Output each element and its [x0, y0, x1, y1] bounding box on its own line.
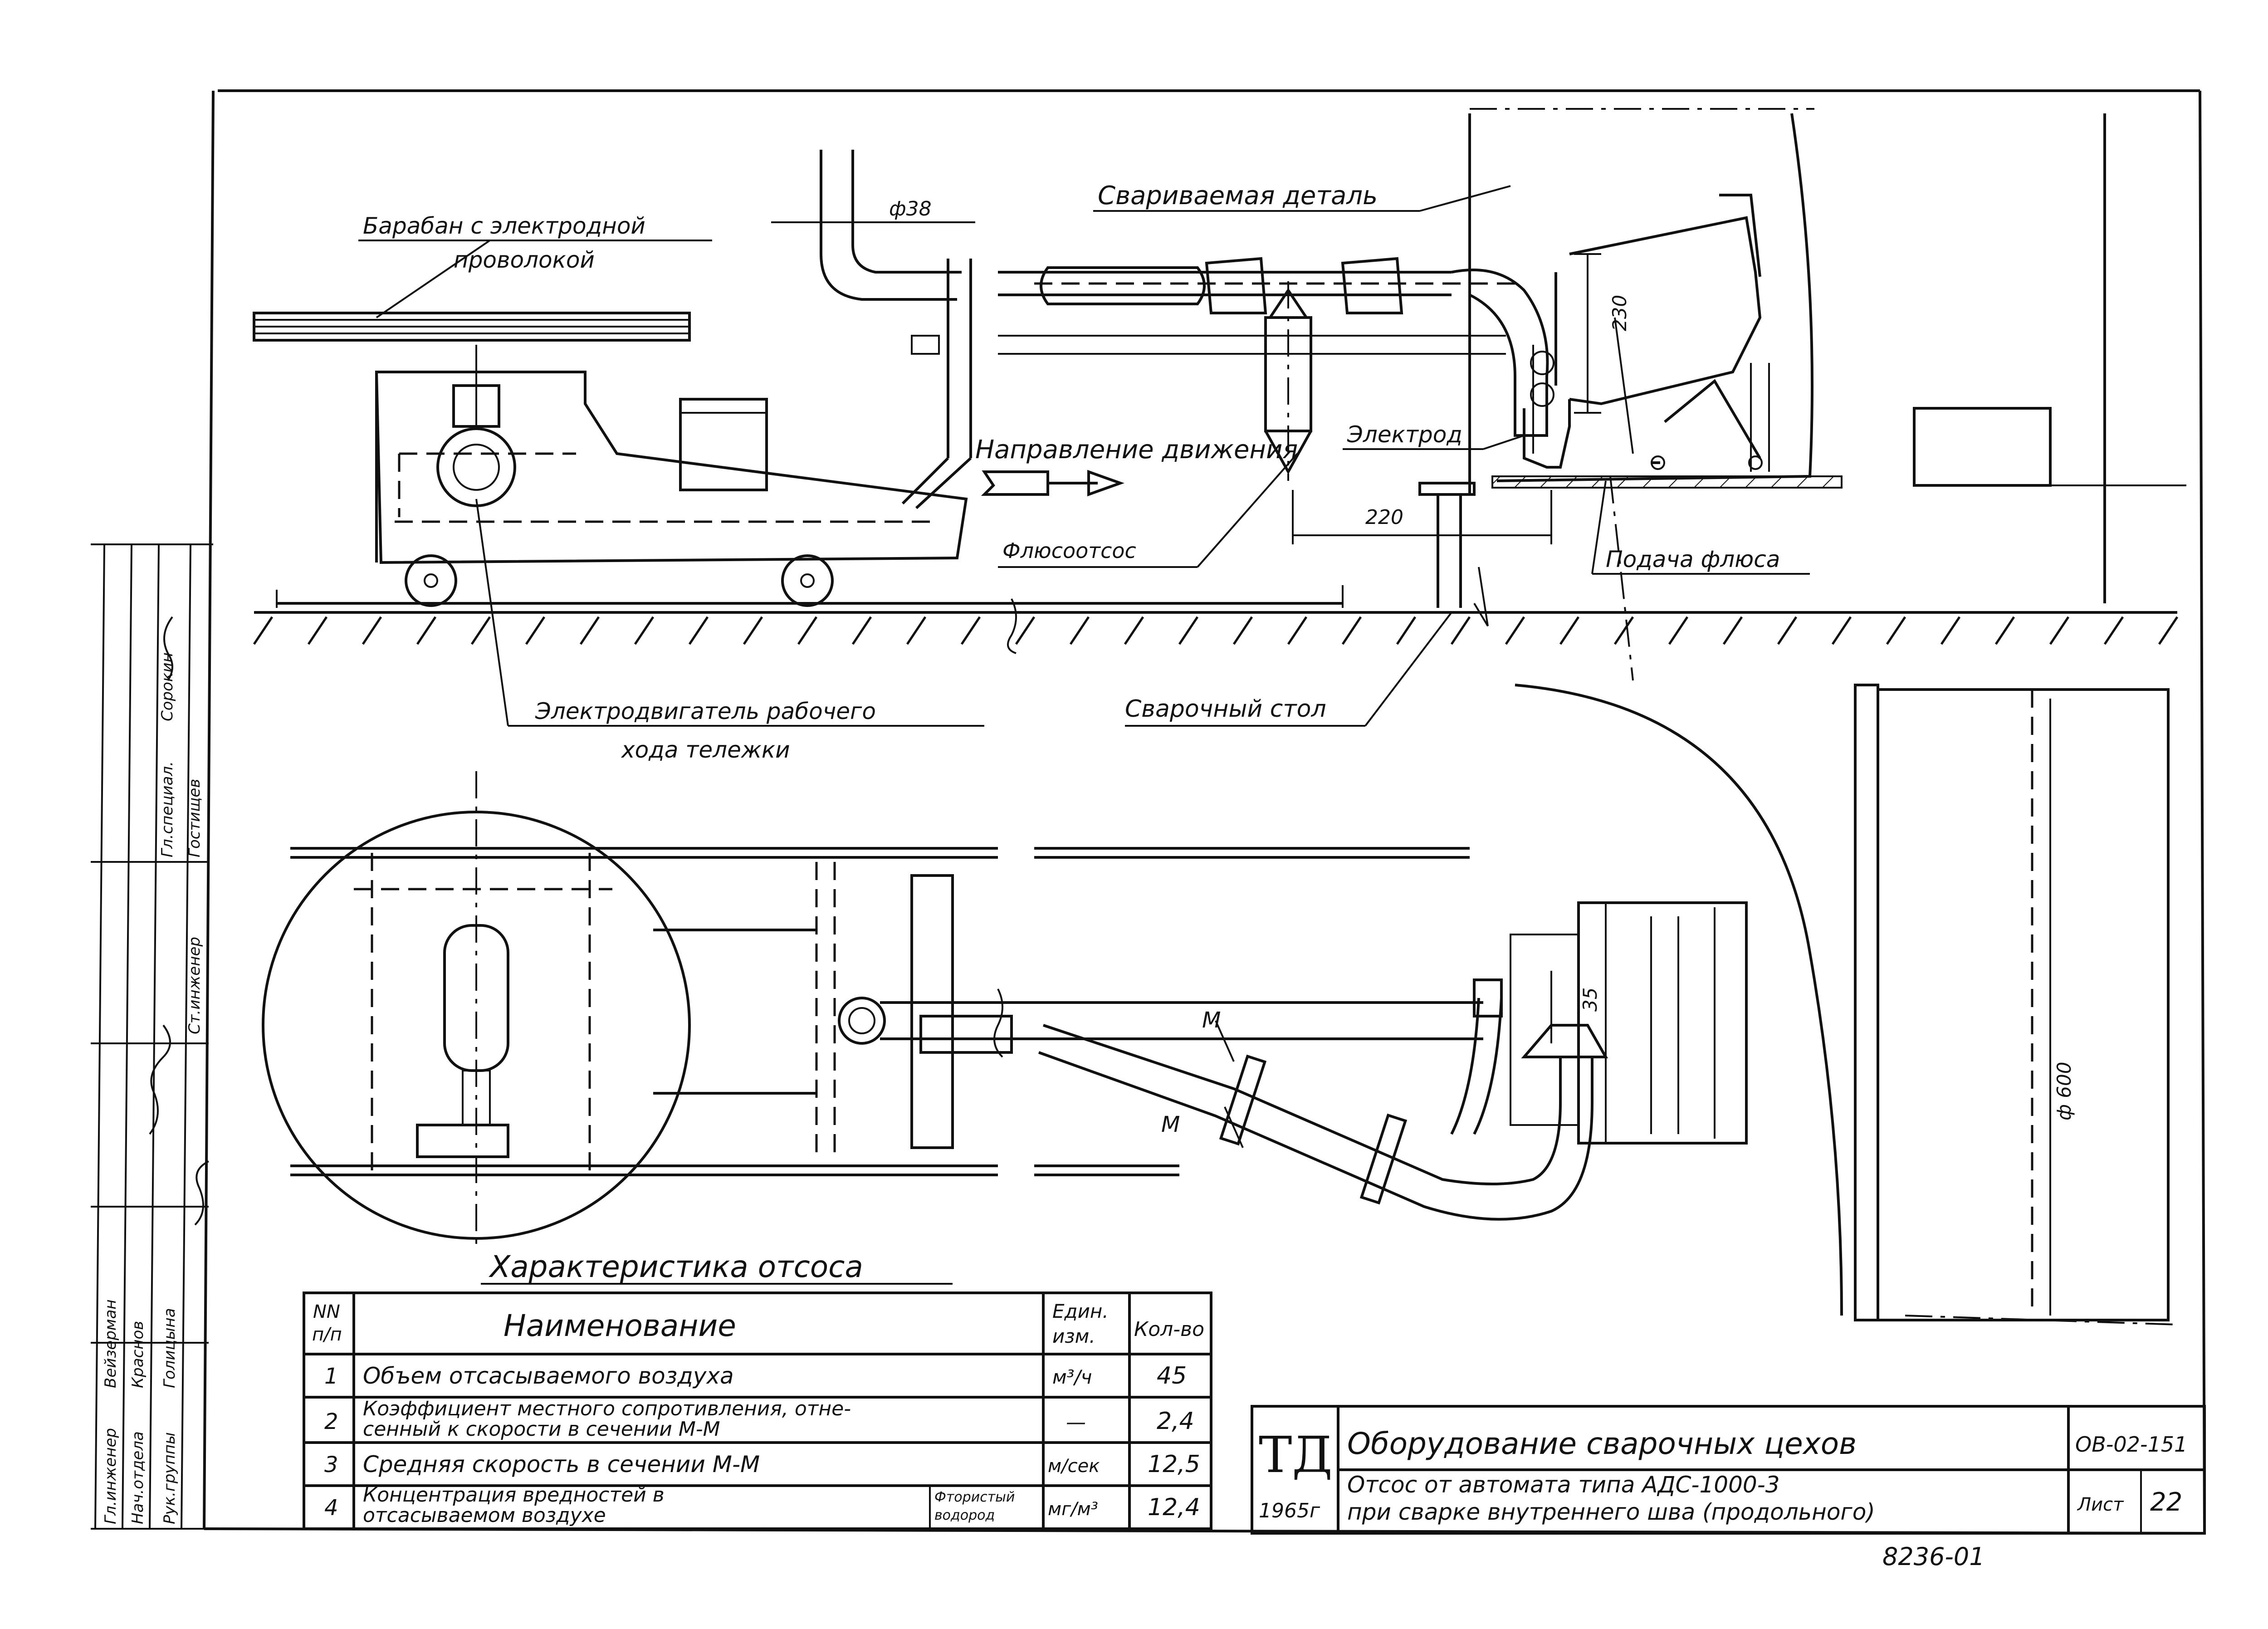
table-title: Характеристика отсоса	[489, 1249, 863, 1284]
wheel-left	[405, 554, 457, 607]
workpiece-plan	[1510, 684, 2178, 1326]
detail-circle	[262, 771, 691, 1252]
title-block: ТД 1965г Оборудование сварочных цехов От…	[1251, 1405, 2206, 1571]
row4-note-2: водород	[934, 1507, 995, 1523]
stamp-name-5: Сорокин	[158, 652, 176, 721]
electrode-head	[1523, 272, 1571, 469]
signature-scribble-1	[149, 1024, 171, 1135]
dim-38	[771, 209, 975, 236]
stamp-name-4: Гостищев	[186, 779, 204, 857]
label-flux-suction: Флюсоотсос	[1002, 538, 1136, 563]
direction-arrow-icon	[981, 470, 1124, 497]
row4-note-1: Фтористый	[934, 1489, 1015, 1505]
dim-220	[1292, 490, 1552, 544]
label-drum-1: Барабан с электродной	[363, 213, 645, 239]
title-sheet-number: 22	[2150, 1487, 2182, 1517]
row4-name-1: Концентрация вредностей в	[363, 1483, 665, 1507]
stamp-role-1: Гл.инженер	[102, 1428, 120, 1524]
row2-name-1: Коэффициент местного сопротивления, отне…	[363, 1397, 851, 1420]
characteristics-table: Характеристика отсоса NN п/п Наименовани…	[303, 1249, 1212, 1530]
label-motor-1: Электродвигатель рабочего	[535, 698, 876, 724]
label-weld-table: Сварочный стол	[1125, 695, 1326, 723]
plan-view: M M 35 ф 600	[262, 684, 2178, 1326]
flux-suction-nozzle	[1264, 281, 1312, 481]
leader-lines	[358, 185, 1810, 727]
label-dim-600: ф 600	[2053, 1062, 2075, 1120]
row1-qty: 45	[1157, 1362, 1187, 1389]
floor-hatching	[253, 611, 2179, 645]
label-dim-35: 35	[1579, 988, 1601, 1012]
label-diameter: ф38	[889, 197, 932, 220]
suction-duct-plan	[838, 978, 1608, 1221]
row4-unit: мг/м³	[1048, 1499, 1098, 1520]
title-sub-1: Отсос от автомата типа АДС-1000-3	[1347, 1472, 1780, 1498]
title-code: ОВ-02-151	[2075, 1432, 2187, 1457]
row4-num: 4	[324, 1495, 338, 1521]
dim-230	[1574, 253, 1601, 414]
row1-name: Объем отсасываемого воздуха	[363, 1363, 734, 1389]
signature-stamp: Гл.инженер Вейзерман Нач.отдела Краснов …	[91, 543, 213, 1530]
title-logo: ТД	[1259, 1426, 1333, 1484]
label-electrode: Электрод	[1347, 421, 1462, 448]
row4-name-2: отсасываемом воздухе	[363, 1504, 606, 1527]
header-unit-1: Един.	[1052, 1300, 1109, 1322]
label-dim-220: 220	[1365, 506, 1403, 529]
title-sheet-label: Лист	[2077, 1494, 2124, 1515]
label-motor-2: хода тележки	[621, 737, 790, 763]
label-section-m-1: M	[1202, 1008, 1221, 1033]
stamp-name-3: Голицына	[161, 1308, 179, 1388]
section-mark-m	[1215, 1020, 1244, 1148]
label-flux-feed: Подача флюса	[1606, 546, 1780, 572]
label-dim-230: 230	[1608, 295, 1631, 331]
title-sub-2: при сварке внутреннего шва (продольного)	[1347, 1499, 1875, 1525]
row1-num: 1	[324, 1364, 338, 1389]
workpiece	[1468, 108, 2186, 681]
row2-num: 2	[324, 1409, 338, 1434]
header-num-1: NN	[313, 1301, 340, 1322]
stamp-role-3: Рук.группы	[161, 1432, 179, 1524]
wheel-right	[781, 554, 834, 607]
row2-qty: 2,4	[1157, 1408, 1194, 1435]
stamp-name-1: Вейзерман	[102, 1299, 120, 1388]
signature-scribble-3	[163, 616, 173, 681]
row3-unit: м/сек	[1048, 1456, 1100, 1477]
wire-drum	[253, 312, 691, 342]
weld-table	[1418, 475, 1843, 627]
row2-name-2: сенный к скорости в сечении М-М	[363, 1418, 720, 1441]
stamp-name-2: Краснов	[129, 1321, 147, 1388]
row2-unit: —	[1066, 1411, 1086, 1434]
label-drum-2: проволокой	[454, 247, 595, 273]
row3-qty: 12,5	[1148, 1451, 1200, 1478]
header-qty: Кол-во	[1134, 1318, 1204, 1341]
label-workpiece: Свариваемая деталь	[1098, 181, 1378, 210]
stamp-role-4: Ст.инженер	[186, 937, 204, 1034]
row4-qty: 12,4	[1148, 1494, 1200, 1521]
row1-unit: м³/ч	[1052, 1366, 1092, 1388]
stamp-role-2: Нач.отдела	[129, 1431, 147, 1524]
inventory-number: 8236-01	[1882, 1542, 1985, 1571]
label-direction: Направление движения	[975, 435, 1298, 465]
title-year: 1965г	[1259, 1499, 1320, 1522]
elevation-view: Барабан с электродной проволокой ф38 Сва…	[253, 108, 2186, 763]
row3-num: 3	[324, 1452, 338, 1477]
label-section-m-2: M	[1161, 1112, 1180, 1137]
header-num-2: п/п	[312, 1324, 342, 1345]
suction-duct-elevation	[820, 150, 1549, 509]
motor-symbol	[436, 345, 516, 507]
signature-scribble-2	[194, 1160, 209, 1226]
header-name: Наименование	[503, 1308, 736, 1343]
stamp-role-5: Гл.специал.	[158, 761, 176, 857]
header-unit-2: изм.	[1052, 1325, 1095, 1347]
title-main: Оборудование сварочных цехов	[1347, 1426, 1857, 1461]
row3-name: Средняя скорость в сечении М-М	[363, 1451, 760, 1477]
tractor-carriage	[375, 371, 968, 564]
